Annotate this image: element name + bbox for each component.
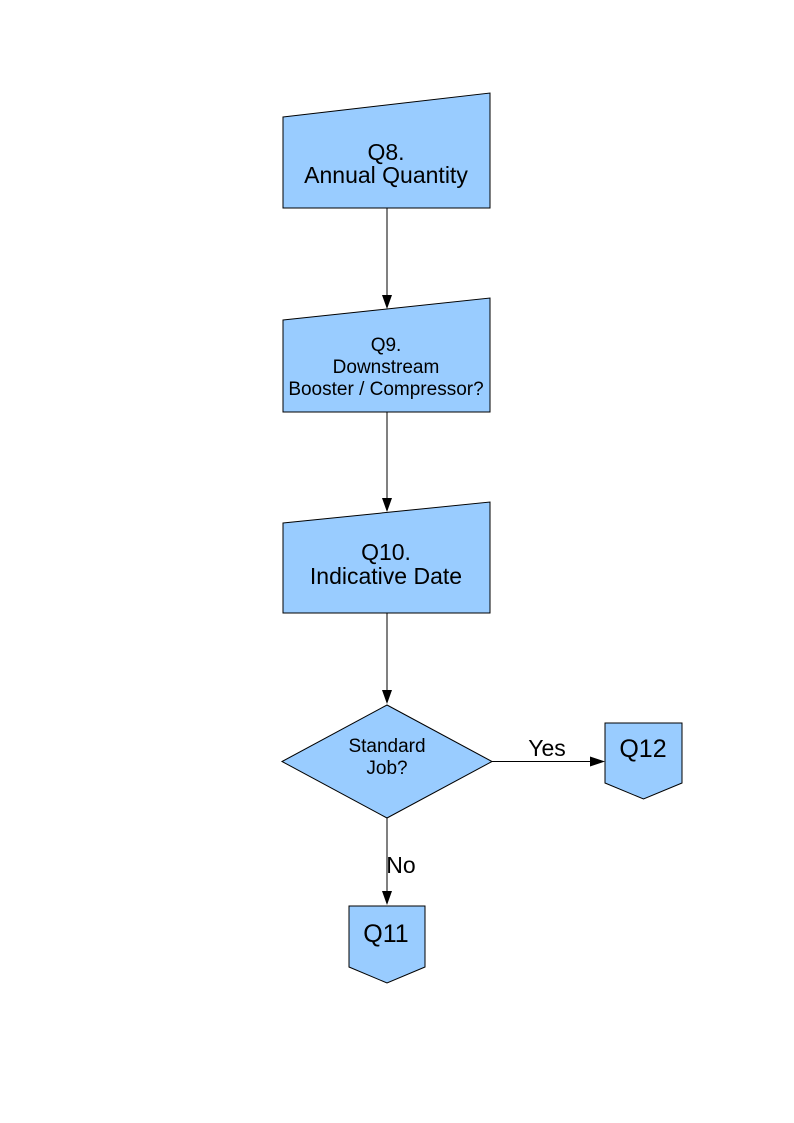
node-q9-shape (282, 297, 491, 413)
connector-q9-q10-arrowhead-icon (382, 498, 392, 512)
node-q10-shape (282, 501, 491, 614)
node-q9-label-line2: Downstream (333, 357, 440, 378)
node-standard-job-label-line1: Standard (348, 736, 425, 757)
connector-q8-q9-arrowhead-icon (382, 295, 392, 309)
node-q9-label-line1: Q9. (371, 335, 402, 356)
connector-yes-arrowhead-icon (590, 756, 605, 767)
node-q8-shape (282, 92, 491, 209)
node-q10-label-line1: Q10. (361, 539, 411, 565)
node-q11-label: Q11 (363, 920, 408, 948)
connector-no-arrowhead-icon (382, 891, 392, 905)
node-q10-label-line2: Indicative Date (310, 563, 462, 589)
node-q11-shape (348, 905, 426, 984)
node-q12-shape (604, 722, 683, 800)
yes-branch-label: Yes (528, 735, 566, 761)
node-standard-job-label-line2: Job? (366, 758, 407, 779)
node-q8-label-line2: Annual Quantity (304, 162, 468, 188)
connector-q10-decision-arrowhead-icon (382, 690, 392, 704)
node-q8-label-line1: Q8. (367, 139, 404, 165)
node-q12-label: Q12 (619, 735, 666, 763)
node-q9-label-line3: Booster / Compressor? (288, 379, 483, 400)
no-branch-label: No (386, 852, 415, 878)
